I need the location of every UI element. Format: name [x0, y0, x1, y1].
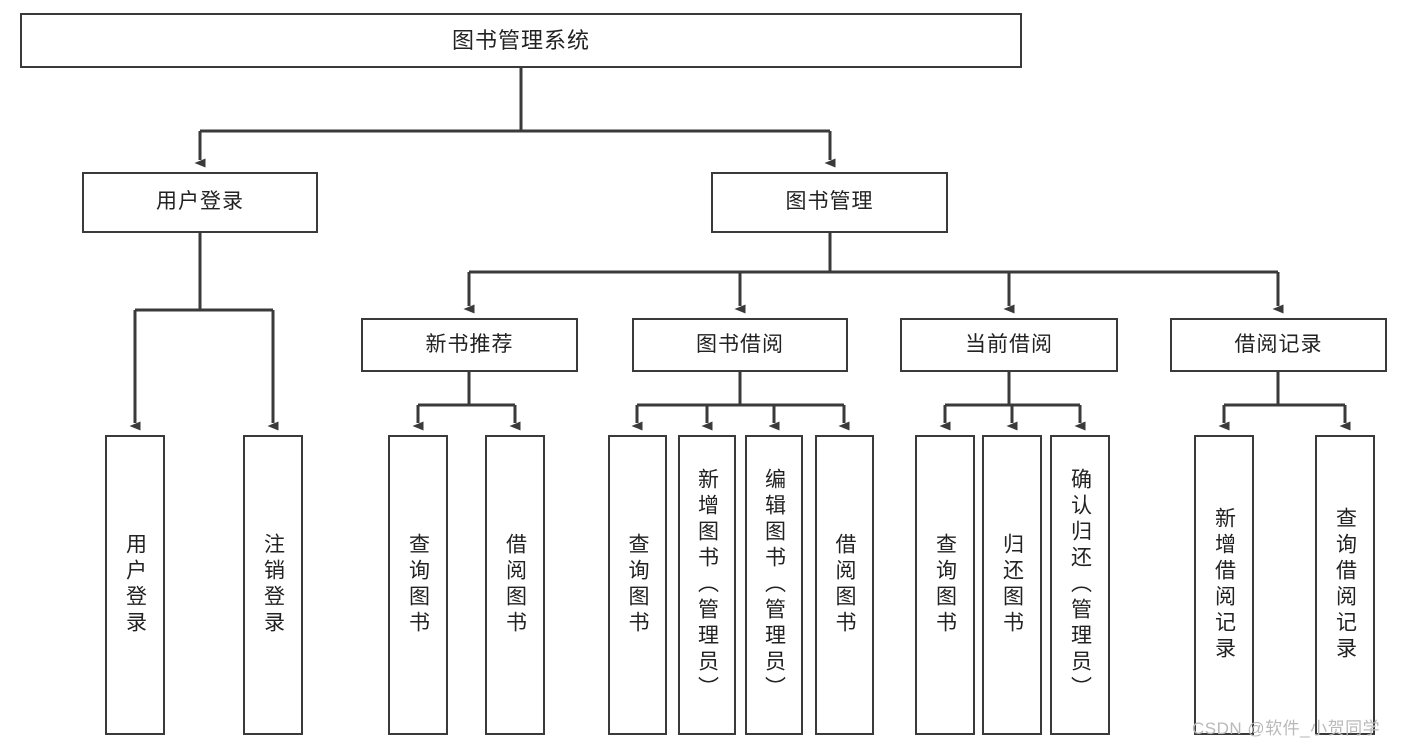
node-leaf-borrow-book-2[interactable]: 借阅图书	[815, 435, 874, 735]
node-leaf-query-book-1-label: 查询图书	[406, 533, 430, 637]
node-leaf-confirm-return-label: 确认归还（管理员）	[1068, 468, 1092, 702]
node-leaf-edit-book-label: 编辑图书（管理员）	[762, 468, 786, 702]
node-leaf-return-book-label: 归还图书	[1000, 533, 1024, 637]
node-leaf-query-borrow-record-label: 查询借阅记录	[1333, 507, 1357, 663]
node-leaf-edit-book[interactable]: 编辑图书（管理员）	[745, 435, 803, 735]
node-leaf-query-book-1[interactable]: 查询图书	[388, 435, 448, 735]
node-user-login[interactable]: 用户登录	[82, 172, 318, 233]
node-leaf-return-book[interactable]: 归还图书	[982, 435, 1042, 735]
node-leaf-query-borrow-record[interactable]: 查询借阅记录	[1315, 435, 1375, 735]
node-leaf-query-book-2[interactable]: 查询图书	[608, 435, 667, 735]
node-current-borrow[interactable]: 当前借阅	[900, 318, 1118, 372]
node-leaf-logout-login-label: 注销登录	[261, 533, 285, 637]
node-current-borrow-label: 当前借阅	[965, 332, 1053, 356]
node-leaf-add-borrow-record-label: 新增借阅记录	[1212, 507, 1236, 663]
csdn-watermark: CSDN @软件_小贺同学	[1192, 719, 1381, 738]
node-borrow-record[interactable]: 借阅记录	[1170, 318, 1387, 372]
node-leaf-confirm-return[interactable]: 确认归还（管理员）	[1050, 435, 1110, 735]
node-leaf-user-login[interactable]: 用户登录	[105, 435, 165, 735]
node-leaf-query-book-3-label: 查询图书	[933, 533, 957, 637]
node-leaf-user-login-label: 用户登录	[123, 533, 147, 637]
node-leaf-logout-login[interactable]: 注销登录	[243, 435, 303, 735]
node-leaf-add-borrow-record[interactable]: 新增借阅记录	[1194, 435, 1254, 735]
node-leaf-add-book-label: 新增图书（管理员）	[695, 468, 719, 702]
node-book-manage-label: 图书管理	[785, 190, 874, 214]
node-leaf-borrow-book-1-label: 借阅图书	[503, 533, 527, 637]
node-borrow-record-label: 借阅记录	[1234, 332, 1323, 356]
node-user-login-label: 用户登录	[156, 190, 244, 214]
node-leaf-borrow-book-1[interactable]: 借阅图书	[485, 435, 545, 735]
node-book-borrow[interactable]: 图书借阅	[632, 318, 848, 372]
node-leaf-query-book-3[interactable]: 查询图书	[915, 435, 975, 735]
node-book-borrow-label: 图书借阅	[696, 332, 784, 356]
node-leaf-borrow-book-2-label: 借阅图书	[833, 533, 856, 637]
node-leaf-add-book[interactable]: 新增图书（管理员）	[678, 435, 736, 735]
node-leaf-query-book-2-label: 查询图书	[626, 533, 649, 637]
node-new-book-recommend-label: 新书推荐	[425, 332, 514, 356]
node-new-book-recommend[interactable]: 新书推荐	[361, 318, 578, 372]
node-book-manage[interactable]: 图书管理	[711, 172, 948, 233]
node-root-label: 图书管理系统	[451, 27, 590, 53]
node-root[interactable]: 图书管理系统	[20, 13, 1022, 68]
